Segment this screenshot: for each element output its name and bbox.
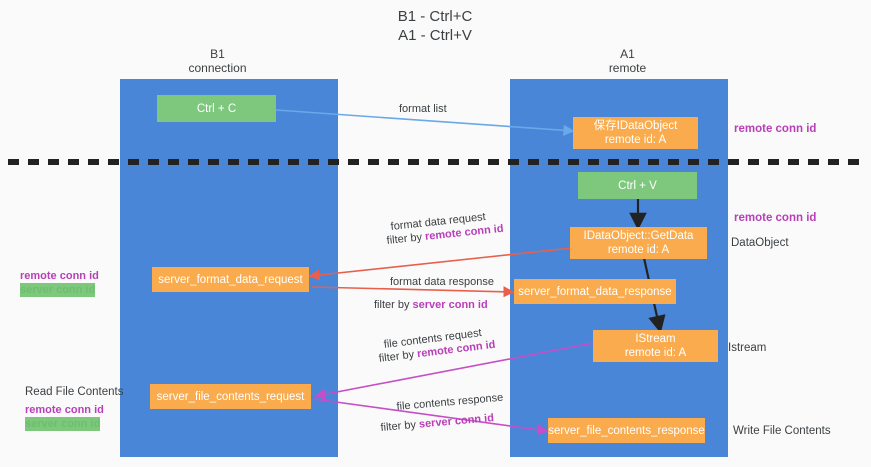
annotation-left-bottom-server-conn-id: server conn id: [25, 417, 101, 431]
edge-label-format-list: format list: [399, 103, 447, 115]
box-idataobject-line2: remote id: A: [604, 134, 667, 146]
diagram-title-line2: A1 - Ctrl+V: [398, 27, 472, 44]
filter-prefix: filter by: [380, 418, 420, 434]
annotation-read-file-contents: Read File Contents: [25, 386, 124, 398]
edge-label-format-data-response: format data response: [390, 276, 494, 288]
box-getdata-line2: remote id: A: [607, 244, 670, 256]
annotation-istream: Istream: [728, 342, 767, 354]
diagram-title-line1: B1 - Ctrl+C: [397, 8, 473, 25]
filter-prefix: filter by: [374, 299, 413, 311]
edge-label-file-contents-response-text: file contents response: [396, 391, 504, 413]
edge-label-file-contents-response-filter: filter by server conn id: [380, 411, 495, 435]
lane-header-b1-role: connection: [188, 61, 247, 75]
annotation-left-remote-conn-id: remote conn id: [20, 270, 99, 282]
lane-header-a1-name: A1: [620, 47, 635, 61]
box-ctrl-c[interactable]: Ctrl + C: [157, 95, 276, 122]
box-getdata[interactable]: IDataObject::GetData remote id: A: [570, 227, 707, 259]
edge-label-file-contents-response: file contents response: [396, 391, 504, 414]
box-idataobject-line1: 保存IDataObject: [593, 120, 678, 132]
annotation-remote-conn-id-mid: remote conn id: [734, 212, 817, 224]
filter-prefix: filter by: [378, 348, 418, 365]
box-ctrl-v[interactable]: Ctrl + V: [578, 172, 697, 199]
filter-key-server-conn-id: server conn id: [418, 412, 495, 431]
filter-key-server-conn-id: server conn id: [412, 299, 488, 311]
edge-label-format-data-response-filter: filter by server conn id: [374, 298, 488, 312]
lane-header-b1-name: B1: [210, 47, 225, 61]
box-server-file-contents-request[interactable]: server_file_contents_request: [150, 384, 311, 409]
box-server-file-contents-response[interactable]: server_file_contents_response: [548, 418, 705, 443]
annotation-left-bottom-remote-conn-id: remote conn id: [25, 404, 104, 416]
annotation-left-server-conn-id: server conn id: [20, 283, 96, 297]
box-server-format-data-response[interactable]: server_format_data_response: [514, 279, 676, 304]
box-istream[interactable]: IStream remote id: A: [593, 330, 718, 362]
annotation-write-file-contents: Write File Contents: [733, 425, 831, 437]
lane-header-a1-role: remote: [608, 61, 647, 75]
box-server-format-data-request[interactable]: server_format_data_request: [152, 267, 309, 292]
annotation-remote-conn-id-top: remote conn id: [734, 123, 817, 135]
box-idataobject[interactable]: 保存IDataObject remote id: A: [573, 117, 698, 149]
box-istream-line1: IStream: [635, 333, 676, 345]
filter-prefix: filter by: [386, 230, 426, 247]
box-istream-line2: remote id: A: [624, 347, 687, 359]
annotation-dataobject: DataObject: [731, 237, 789, 249]
box-getdata-line1: IDataObject::GetData: [583, 230, 694, 242]
